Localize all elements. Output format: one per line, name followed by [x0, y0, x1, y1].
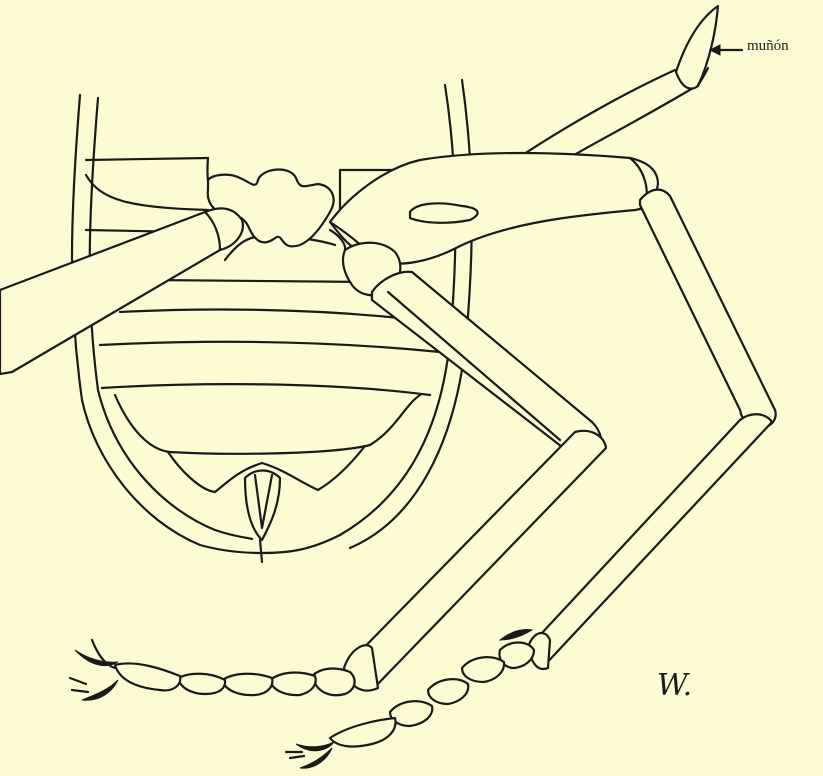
muñón-arrow [710, 45, 742, 55]
muñón-label: muñón [747, 38, 789, 55]
stump-leg [515, 6, 718, 175]
artist-signature: W. [657, 668, 692, 703]
femur-inner-line [388, 292, 560, 440]
left-leg [0, 208, 243, 374]
middle-leg-tibia [344, 431, 606, 691]
middle-leg-tarsus [70, 640, 355, 700]
middle-leg-femur [372, 272, 601, 457]
